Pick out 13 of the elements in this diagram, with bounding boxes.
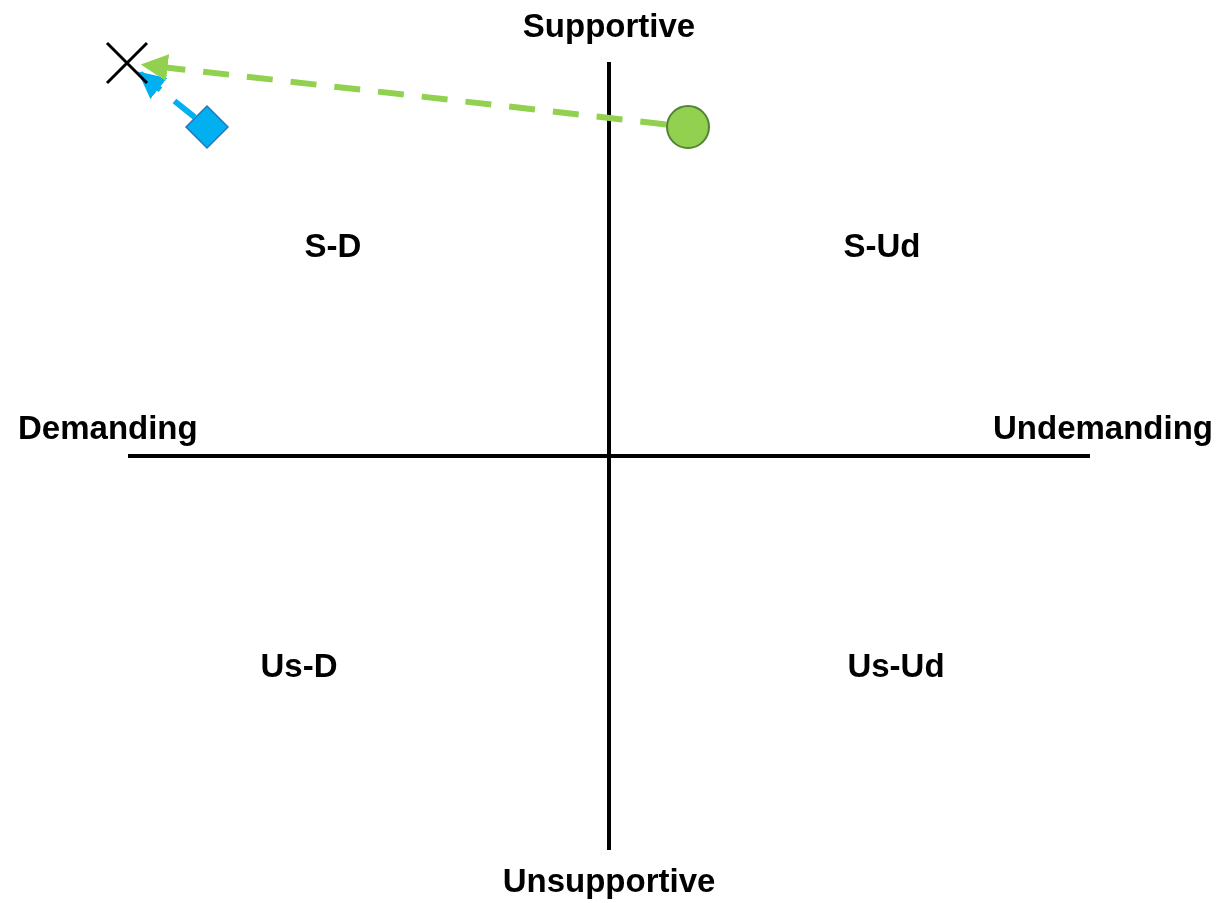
cross-mark <box>105 41 149 85</box>
dashed-arrow <box>137 70 197 120</box>
quadrant-label: S-Ud <box>843 228 921 262</box>
axis-label: Demanding <box>18 410 198 444</box>
quadrant-label: S-D <box>304 228 362 262</box>
diamond-marker <box>185 105 229 149</box>
dashed-arrow <box>140 54 667 128</box>
circle-marker <box>666 105 710 149</box>
axis-label: Undemanding <box>993 410 1213 444</box>
quadrant-label: Us-Ud <box>847 648 945 682</box>
axis-label: Unsupportive <box>502 863 716 897</box>
quadrant-label: Us-D <box>260 648 338 682</box>
axis-label: Supportive <box>522 8 696 42</box>
